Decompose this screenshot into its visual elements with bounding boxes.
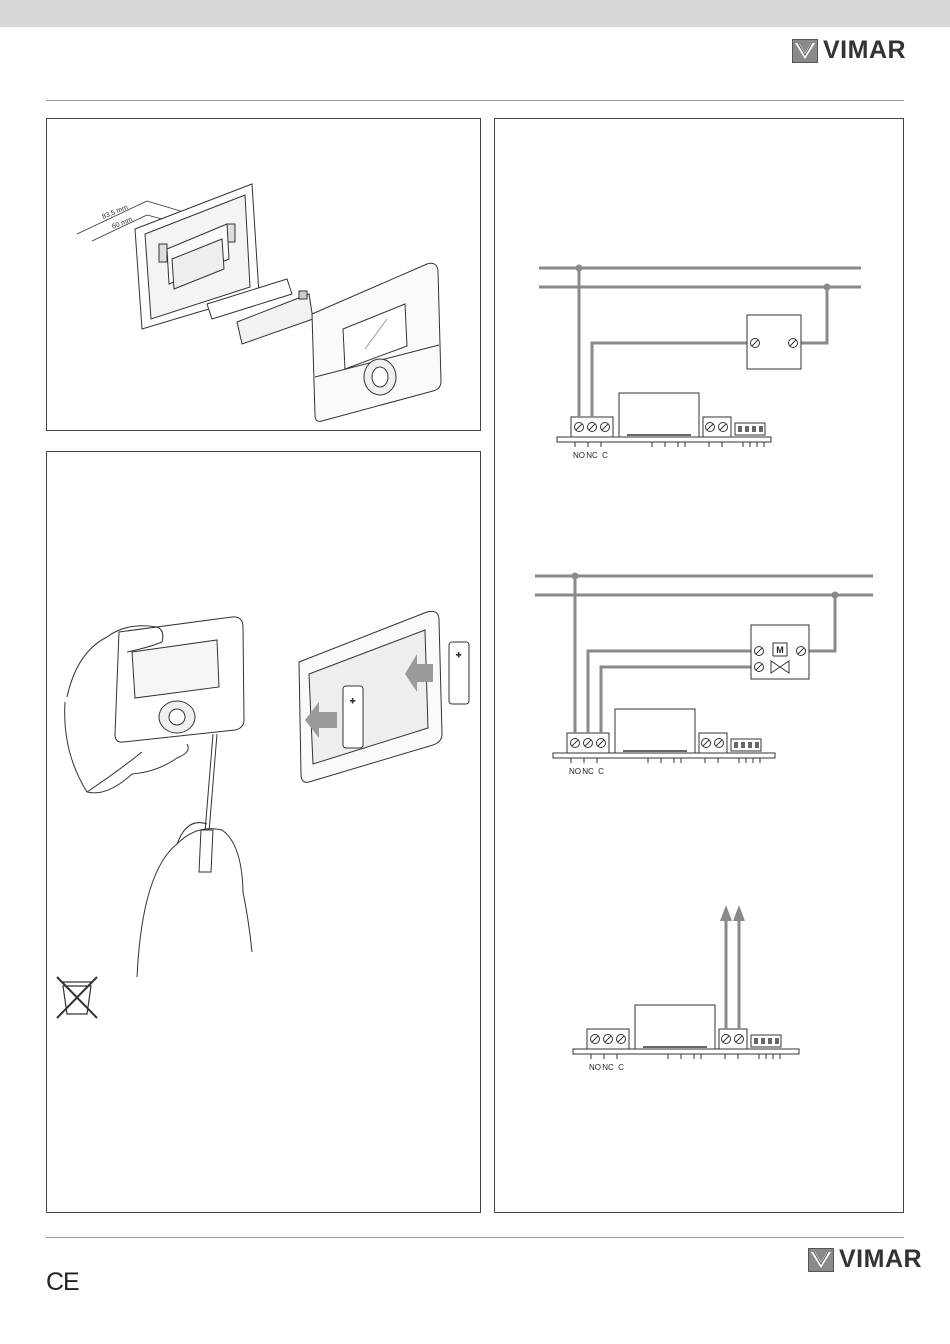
open-device-batteries: + + (299, 611, 469, 782)
svg-text:+: + (456, 650, 461, 660)
battery-replacement-figure: + + (47, 452, 480, 1212)
mounting-exploded-figure: 83,5 mm 60 mm (47, 119, 480, 430)
circuit-board (573, 1049, 799, 1054)
device-in-hand (115, 617, 244, 742)
junction-dot (832, 592, 839, 599)
circuit-board (557, 437, 771, 442)
terminal-label-nc: NC (602, 1063, 614, 1072)
terminal-label-no: NO (569, 767, 581, 776)
footer-logo: VIMAR (808, 1245, 922, 1274)
valve-motor-label: M (776, 645, 784, 655)
relay-body (619, 393, 699, 437)
panel-mounting: 83,5 mm 60 mm (46, 118, 481, 431)
junction-dot (572, 573, 579, 580)
weee-crossed-bin-icon (57, 977, 97, 1018)
header-brand-text: VIMAR (823, 36, 906, 65)
dip-switch-lever (754, 1038, 758, 1044)
vimar-logo-icon (792, 39, 818, 63)
dip-switch-lever (755, 742, 759, 748)
dip-switch-lever (775, 1038, 779, 1044)
dip-switch-lever (741, 742, 745, 748)
vimar-logo-icon (808, 1248, 834, 1272)
arrow-up-icon (720, 905, 732, 921)
circuit-board (553, 753, 775, 758)
relay-body (635, 1005, 715, 1049)
dip-switch-lever (748, 742, 752, 748)
footer-brand-text: VIMAR (839, 1245, 922, 1274)
footer-divider (46, 1237, 904, 1238)
terminal-label-no: NO (573, 451, 585, 460)
header-divider (46, 100, 904, 101)
dip-switch-lever (768, 1038, 772, 1044)
panel-battery: + + (46, 451, 481, 1213)
dimension-inner-label: 60 mm (111, 216, 134, 231)
screwdriver-icon (199, 734, 217, 872)
arrow-up-icon (733, 905, 745, 921)
header-logo: VIMAR (792, 36, 906, 65)
terminal-label-c: C (598, 767, 604, 776)
ce-mark: CE (46, 1268, 79, 1297)
terminal-label-c: C (602, 451, 608, 460)
dip-switch-lever (752, 426, 756, 432)
terminal-label-c: C (618, 1063, 624, 1072)
dip-switch-lever (745, 426, 749, 432)
junction-dot (824, 284, 831, 291)
dip-switch-lever (761, 1038, 765, 1044)
dip-switch-lever (734, 742, 738, 748)
svg-text:+: + (350, 696, 355, 706)
terminal-label-no: NO (589, 1063, 601, 1072)
junction-dot (576, 265, 583, 272)
terminal-label-nc: NC (582, 767, 594, 776)
relay-body (615, 709, 695, 753)
top-bar (0, 0, 950, 27)
terminal-label-nc: NC (586, 451, 598, 460)
dip-switch-lever (759, 426, 763, 432)
dip-switch-lever (738, 426, 742, 432)
